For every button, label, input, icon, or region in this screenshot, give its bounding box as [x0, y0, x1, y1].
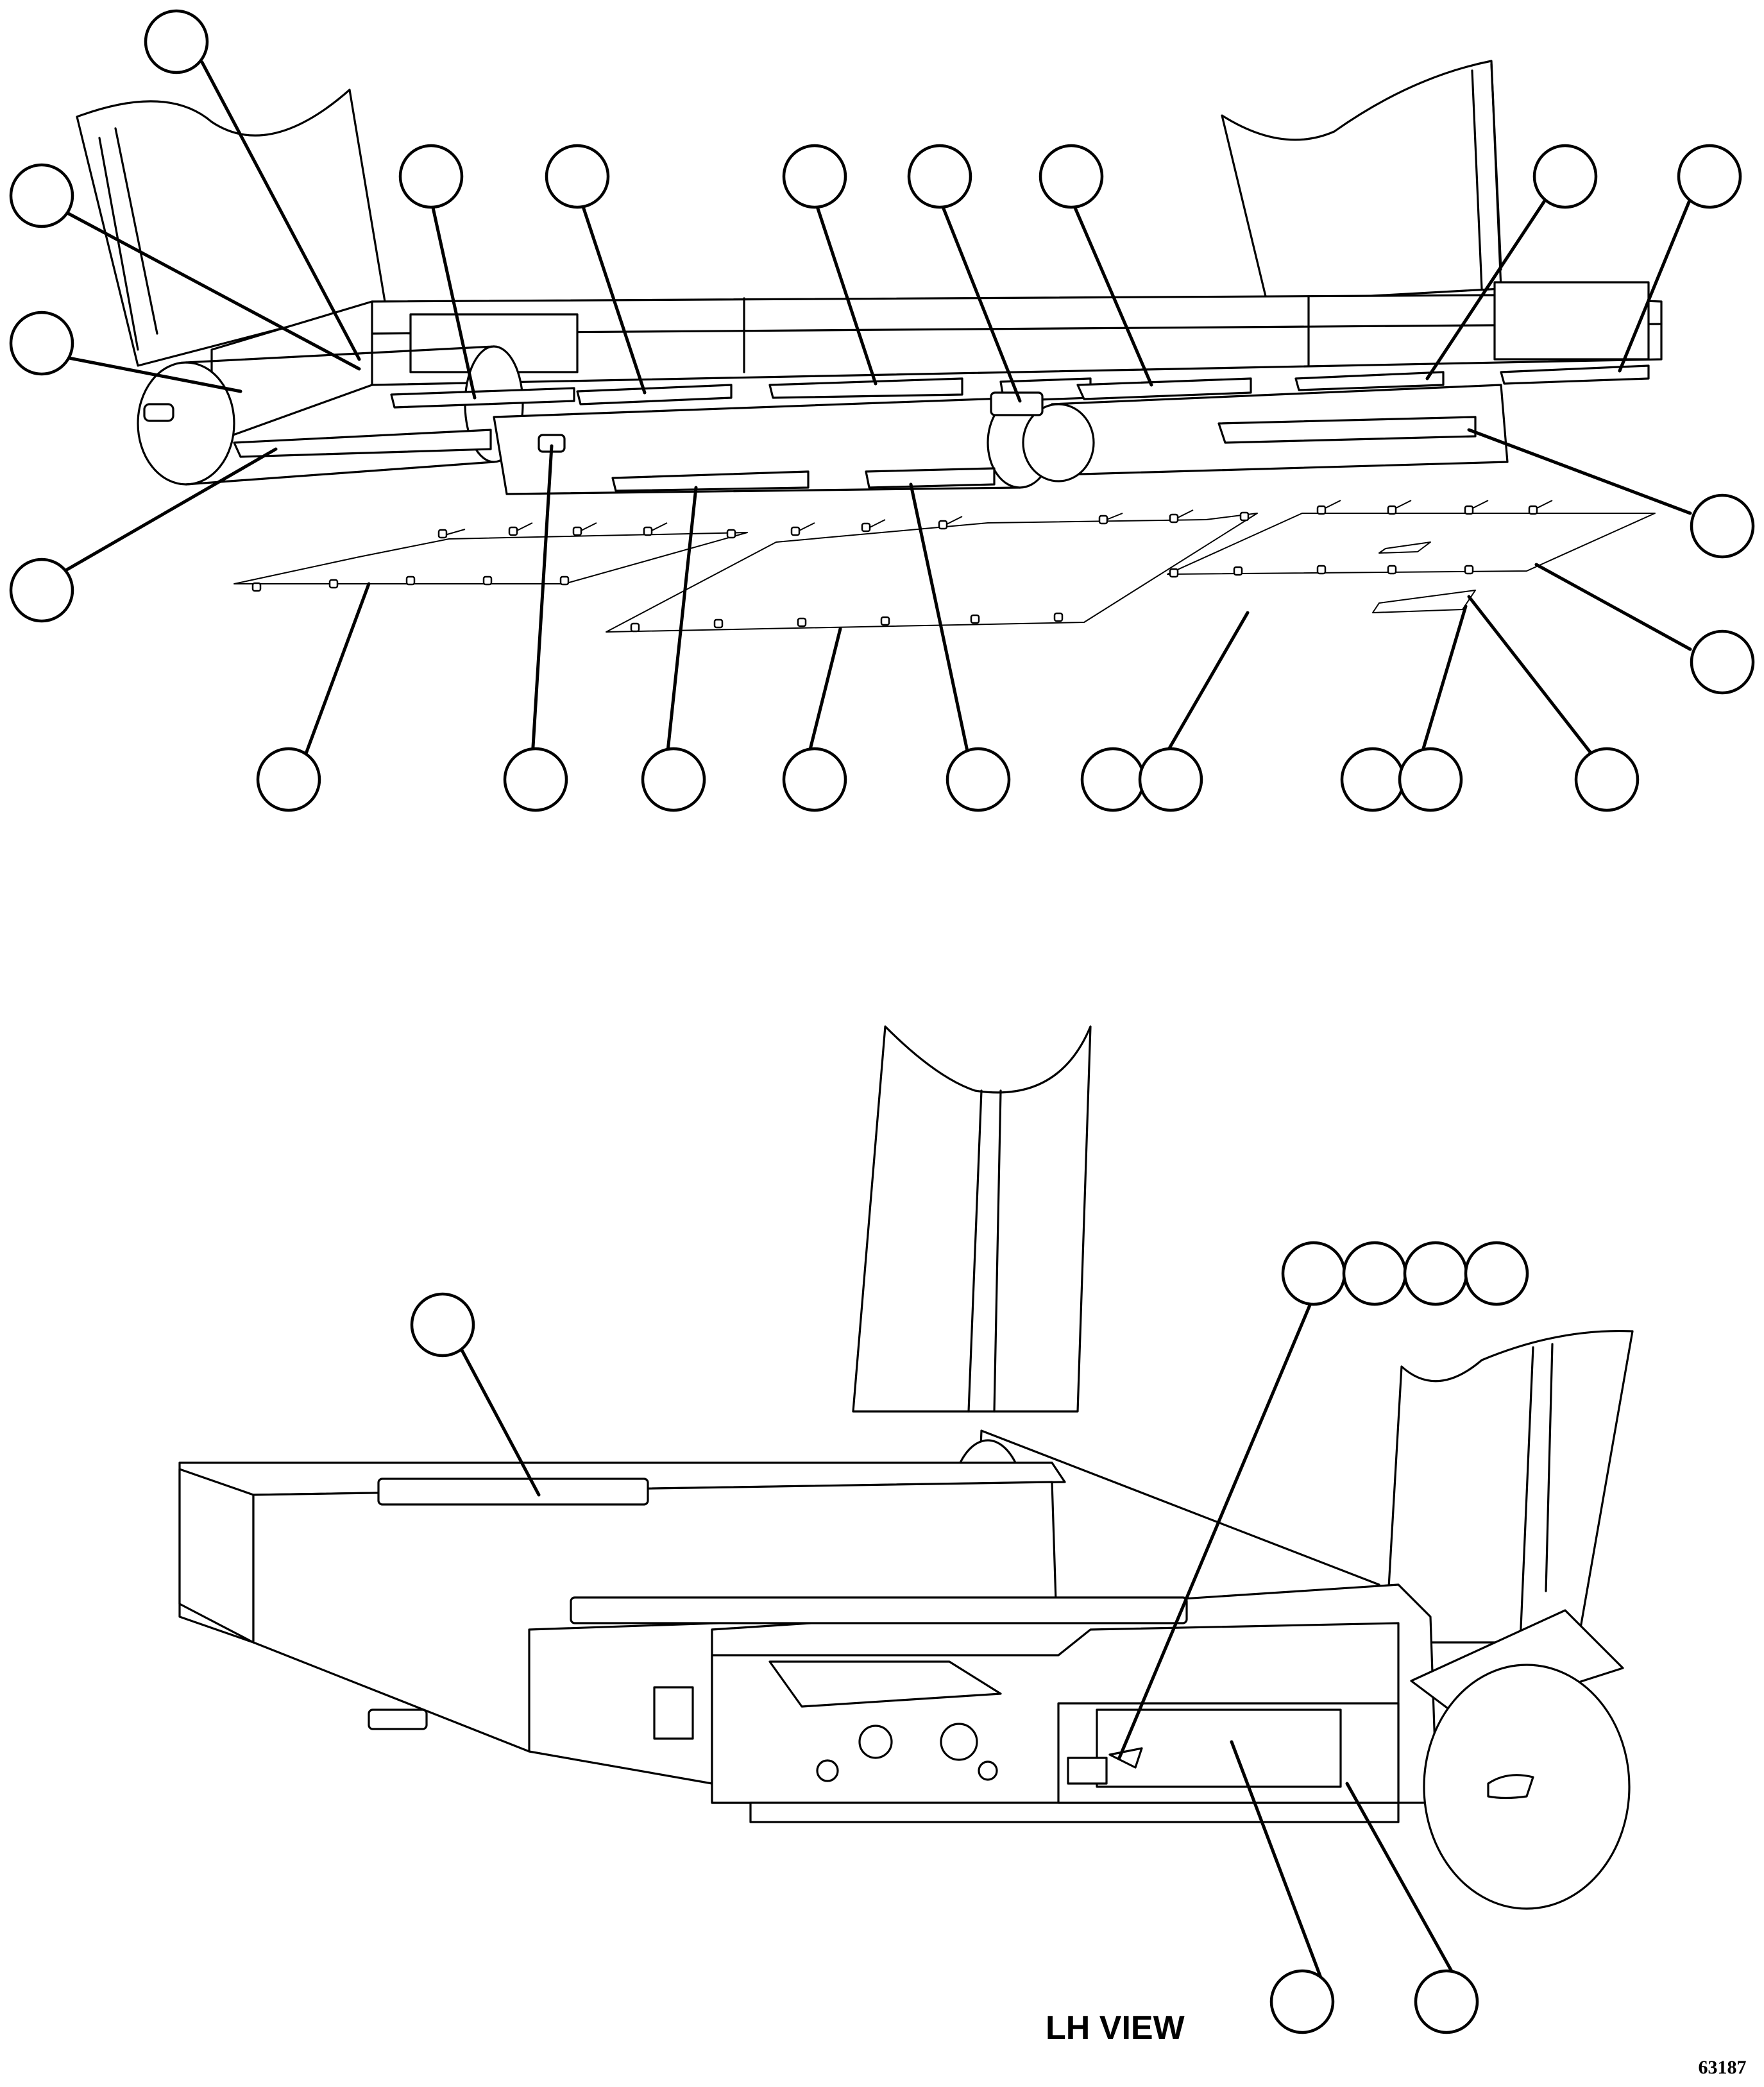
screw	[1464, 505, 1474, 515]
callout-balloon	[1340, 747, 1405, 812]
lh-leader-lines	[457, 1294, 1458, 1981]
callout-balloon	[1464, 1241, 1529, 1306]
screw	[1053, 612, 1064, 622]
view-label: LH VIEW	[1046, 2009, 1185, 2047]
callout-balloon	[782, 747, 847, 812]
screw	[328, 579, 339, 589]
screw	[797, 617, 807, 627]
screw-fasteners	[251, 505, 1538, 633]
screw	[1169, 513, 1179, 524]
callout-balloon	[503, 747, 568, 812]
screw	[508, 526, 518, 536]
callout-balloon	[1532, 144, 1598, 209]
callout-balloon	[410, 1292, 475, 1358]
figure-number: 63187	[1699, 2057, 1747, 2078]
screw	[1387, 505, 1397, 515]
callout-balloon	[144, 9, 209, 74]
callout-balloon	[1039, 144, 1104, 209]
callout-balloon	[1403, 1241, 1468, 1306]
callout-balloon	[1690, 629, 1755, 695]
top-callout-balloons	[9, 9, 1755, 812]
lh-right-upright	[1384, 1329, 1634, 1644]
screw	[643, 526, 653, 536]
frame-strips	[233, 364, 1650, 492]
screw	[1464, 565, 1474, 575]
screw	[713, 618, 724, 629]
callout-balloon	[1342, 1241, 1407, 1306]
screw	[726, 529, 736, 539]
screw	[1098, 515, 1108, 525]
left-upright-column	[76, 89, 386, 367]
small-bracket	[1372, 590, 1476, 613]
screw	[790, 526, 801, 536]
plate-center	[606, 509, 1258, 633]
callout-balloon	[1677, 144, 1742, 209]
callout-balloon	[946, 747, 1011, 812]
screw	[1169, 568, 1179, 578]
screw	[938, 520, 948, 530]
callout-balloon	[1574, 747, 1640, 812]
lh-center-upright	[852, 1025, 1092, 1413]
lh-mechanism	[653, 1686, 998, 1782]
callout-balloon	[1269, 1969, 1335, 2034]
lh-wheel	[1410, 1609, 1631, 1910]
screw	[1233, 566, 1243, 576]
right-upright-column	[1221, 60, 1502, 303]
screw	[1239, 511, 1250, 522]
callout-balloon	[398, 144, 464, 209]
callout-balloon	[1690, 493, 1755, 559]
screw	[880, 616, 890, 626]
plate-left	[233, 522, 748, 584]
callout-balloon	[9, 558, 74, 623]
plate-right	[1167, 500, 1656, 575]
callout-balloon	[9, 163, 74, 228]
callout-balloon	[1281, 1241, 1346, 1306]
callout-balloon	[545, 144, 610, 209]
lh-callout-balloons	[410, 1241, 1529, 2034]
callout-balloon	[256, 747, 321, 812]
screw	[437, 529, 448, 539]
callout-balloon	[1138, 747, 1203, 812]
screw	[1387, 565, 1397, 575]
screw	[572, 526, 582, 536]
screw	[1316, 565, 1327, 575]
screw	[1528, 505, 1538, 515]
screw	[251, 582, 262, 592]
lh-main-frame	[178, 1461, 1438, 1823]
callout-balloon	[641, 747, 706, 812]
screw	[405, 575, 416, 586]
screw	[861, 522, 871, 532]
callout-balloon	[1414, 1969, 1479, 2034]
lh-view-assembly	[178, 1025, 1634, 2034]
screw	[630, 622, 640, 633]
callout-balloon	[1080, 747, 1146, 812]
screw	[482, 575, 493, 586]
callout-balloon	[9, 311, 74, 376]
top-exploded-view	[9, 9, 1755, 812]
screw	[559, 575, 570, 586]
screw	[1316, 505, 1327, 515]
lh-side-cover	[1057, 1702, 1400, 1804]
top-leader-lines	[57, 60, 1692, 759]
callout-balloon	[907, 144, 972, 209]
callout-balloon	[782, 144, 847, 209]
callout-balloon	[1398, 747, 1463, 812]
screw	[970, 614, 980, 624]
